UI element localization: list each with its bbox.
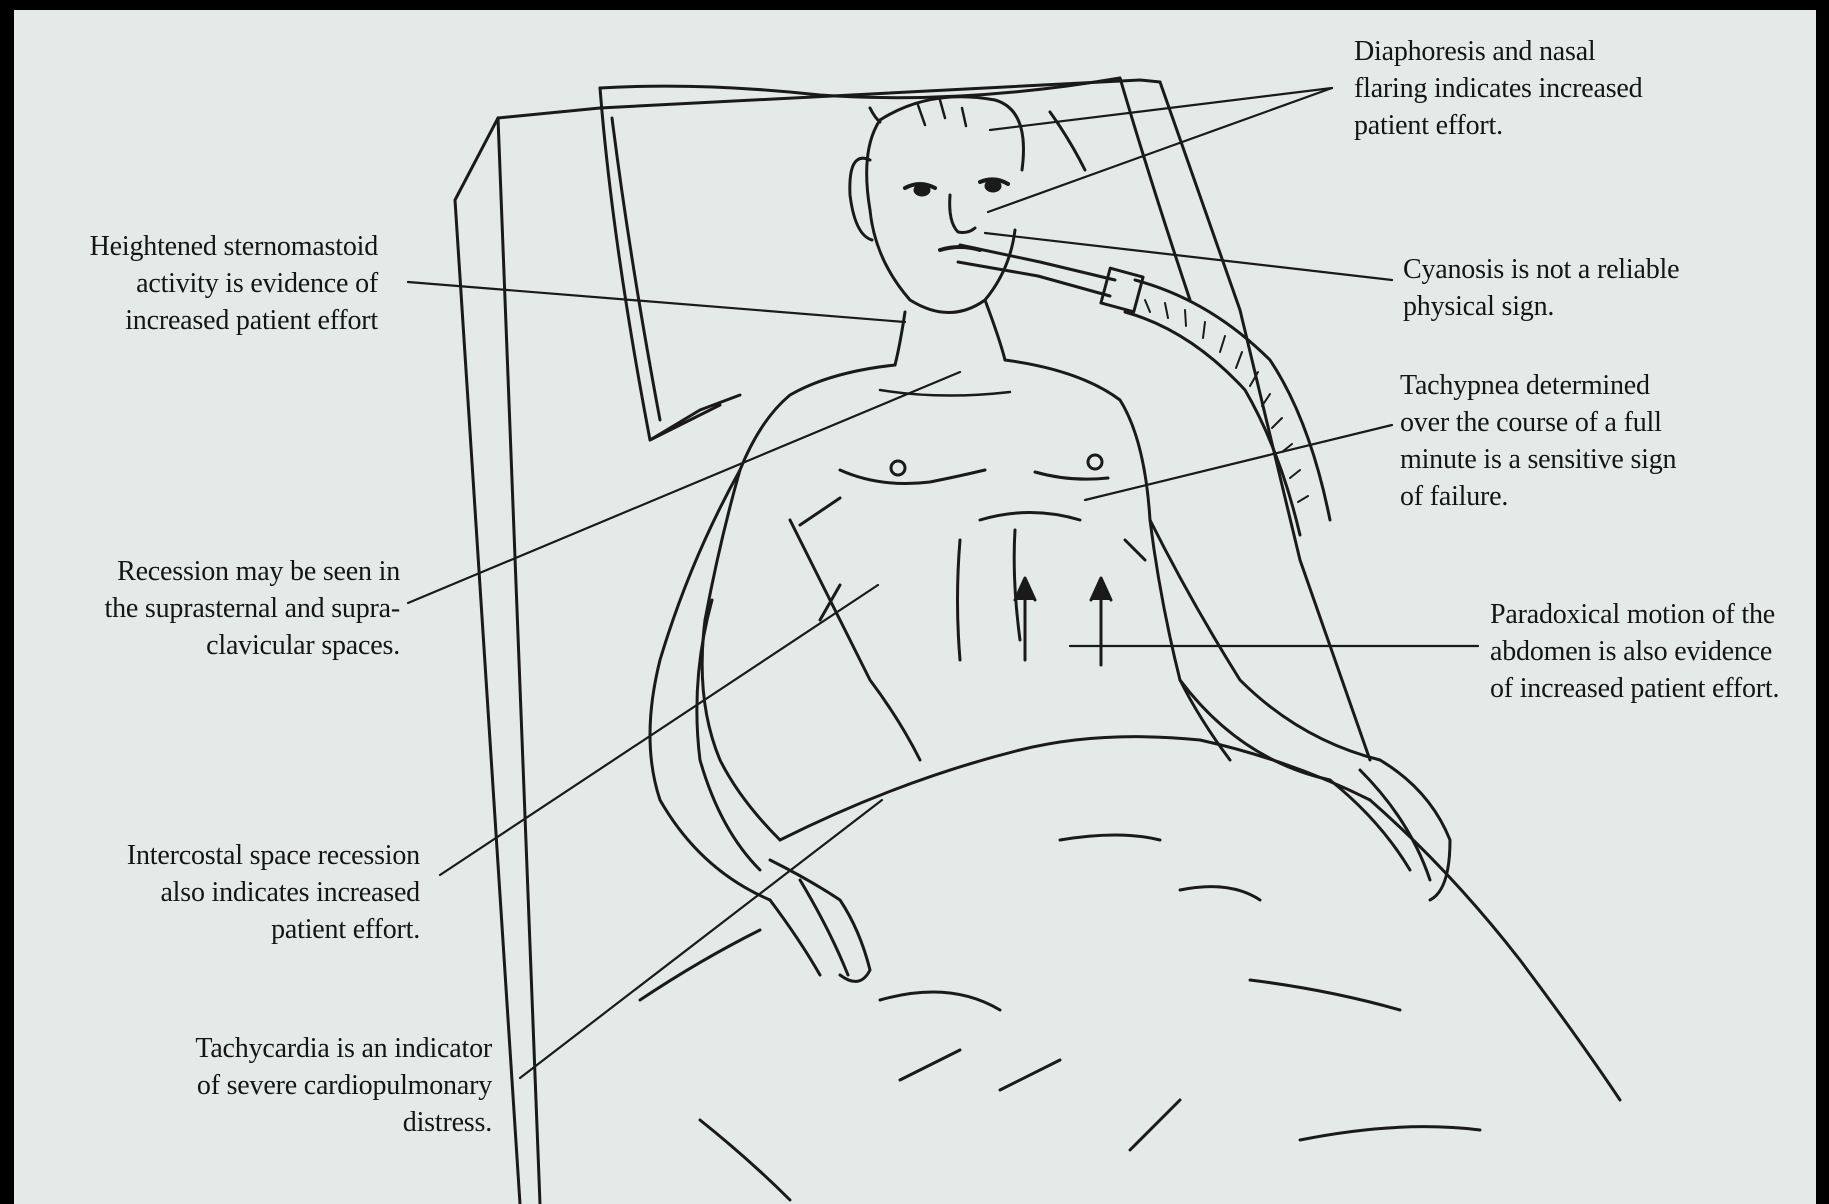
leader-intercostal [440,585,878,875]
ventilator-tube [958,245,1330,535]
blanket [640,737,1620,1200]
label-cyanosis: Cyanosis is not a reliable physical sign… [1403,251,1803,325]
label-tachypnea: Tachypnea determined over the course of … [1400,367,1800,515]
torso [702,360,1230,840]
label-paradoxical: Paradoxical motion of the abdomen is als… [1490,596,1826,707]
bed-backrest [455,80,1370,1204]
leader-lines [408,88,1478,1078]
label-tachycardia: Tachycardia is an indicator of severe ca… [15,1030,492,1141]
leader-diaphoresis-nose [988,88,1332,212]
leader-cyanosis [985,233,1392,280]
arms [650,470,1450,981]
paradoxical-motion-arrows [1015,578,1111,665]
pillow [600,78,1190,440]
label-diaphoresis: Diaphoresis and nasal flaring indicates … [1354,33,1774,144]
label-sternomastoid: Heightened sternomastoid activity is evi… [15,228,378,339]
leader-tachypnea [1085,425,1392,500]
label-recession: Recession may be seen in the suprasterna… [15,553,400,664]
leader-tachycardia [520,800,882,1078]
leader-sternomastoid [408,282,905,322]
head [850,97,1024,365]
leader-recession [408,372,960,603]
label-intercostal: Intercostal space recession also indicat… [15,837,420,948]
leader-diaphoresis-forehead [990,88,1332,130]
